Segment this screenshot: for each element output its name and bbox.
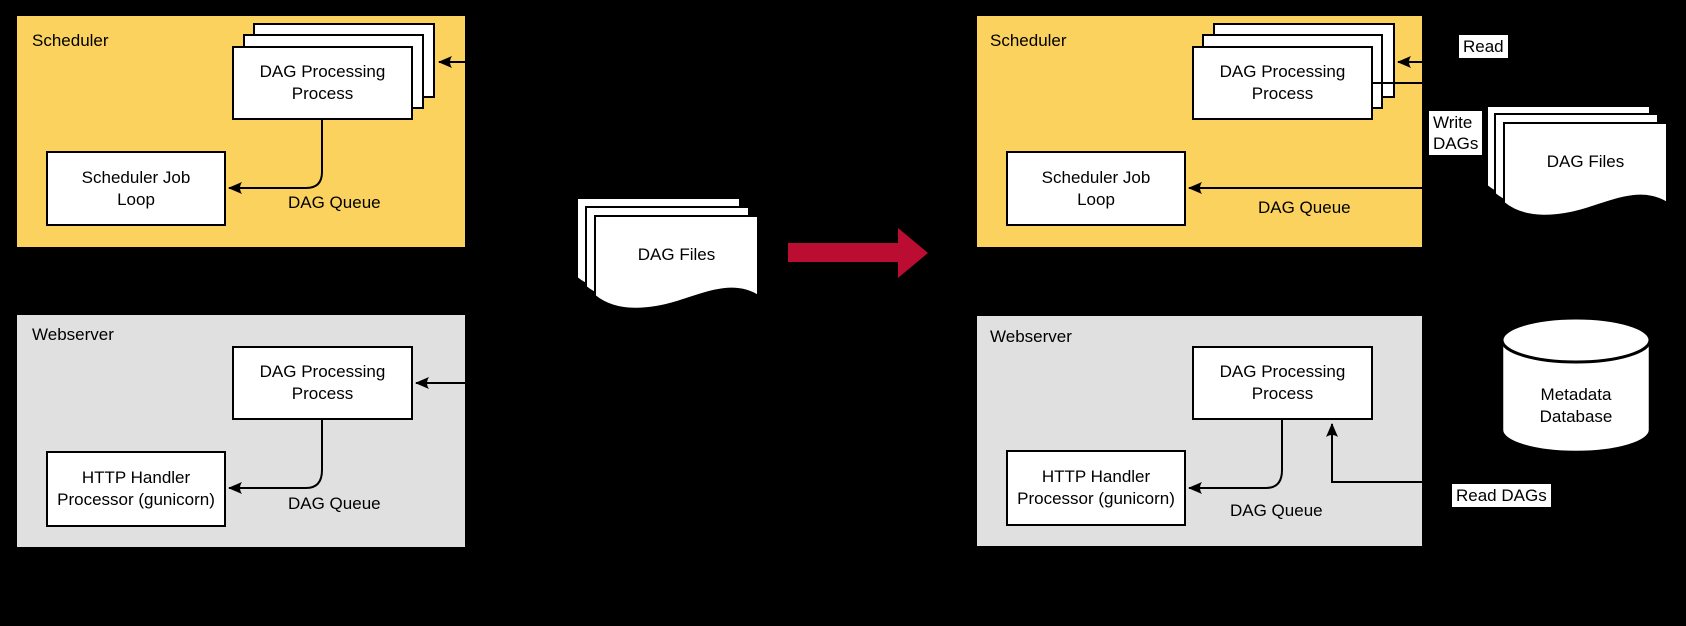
dag-queue-label-webserver-before: DAG Queue <box>288 494 381 513</box>
webserver-title-before: Webserver <box>32 325 114 344</box>
http-handler-label: HTTP Handler Processor (gunicorn) <box>1017 467 1175 508</box>
scheduler-job-loop-before: Scheduler Job Loop <box>46 151 226 226</box>
connector-lines <box>228 56 1577 494</box>
dag-processing-process-scheduler-before: DAG Processing Process <box>232 46 413 120</box>
dag-processing-label: DAG Processing Process <box>259 362 386 403</box>
scheduler-job-loop-after: Scheduler Job Loop <box>1006 151 1186 226</box>
dag-files-label: DAG Files <box>637 245 716 264</box>
write-dags-annotation: Write DAGs <box>1429 111 1483 155</box>
http-handler-processor-before: HTTP Handler Processor (gunicorn) <box>46 451 226 527</box>
scheduler-job-loop-label: Scheduler Job Loop <box>1041 167 1151 209</box>
connector-queue-to-handler-after <box>1188 420 1283 494</box>
connector-read-dags-to-webserver <box>1326 423 1577 483</box>
dag-files-label: DAG Files <box>1546 152 1625 171</box>
dag-queue-label-scheduler-after: DAG Queue <box>1258 198 1351 217</box>
dag-queue-label-scheduler-before: DAG Queue <box>288 193 381 212</box>
scheduler-title-before: Scheduler <box>32 31 109 50</box>
scheduler-job-loop-label: Scheduler Job Loop <box>81 167 191 209</box>
dag-queue-label-webserver-after: DAG Queue <box>1230 501 1323 520</box>
dag-processing-process-scheduler-after: DAG Processing Process <box>1192 46 1373 120</box>
dag-files-middle-label-wrap: DAG Files <box>595 216 758 294</box>
metadata-database-label: Metadata Database <box>1539 385 1613 426</box>
http-handler-processor-after: HTTP Handler Processor (gunicorn) <box>1006 450 1186 526</box>
dag-processing-label: DAG Processing Process <box>259 62 386 103</box>
scheduler-title-after: Scheduler <box>990 31 1067 50</box>
metadata-database-label-wrap: Metadata Database <box>1502 374 1650 438</box>
http-handler-label: HTTP Handler Processor (gunicorn) <box>57 468 215 509</box>
database-cylinder-icon <box>1500 316 1652 454</box>
connector-queue-to-handler-before <box>228 420 323 494</box>
webserver-title-after: Webserver <box>990 327 1072 346</box>
dag-processing-label: DAG Processing Process <box>1219 362 1346 403</box>
dag-processing-label: DAG Processing Process <box>1219 62 1346 103</box>
connector-queue-to-jobloop-before <box>228 120 323 194</box>
read-dags-annotation: Read DAGs <box>1452 484 1551 507</box>
transition-arrow <box>788 228 928 278</box>
dag-files-right-label-wrap: DAG Files <box>1504 123 1667 201</box>
dag-processing-process-webserver-before: DAG Processing Process <box>232 346 413 420</box>
read-annotation: Read <box>1459 35 1508 58</box>
dag-processing-process-webserver-after: DAG Processing Process <box>1192 346 1373 420</box>
